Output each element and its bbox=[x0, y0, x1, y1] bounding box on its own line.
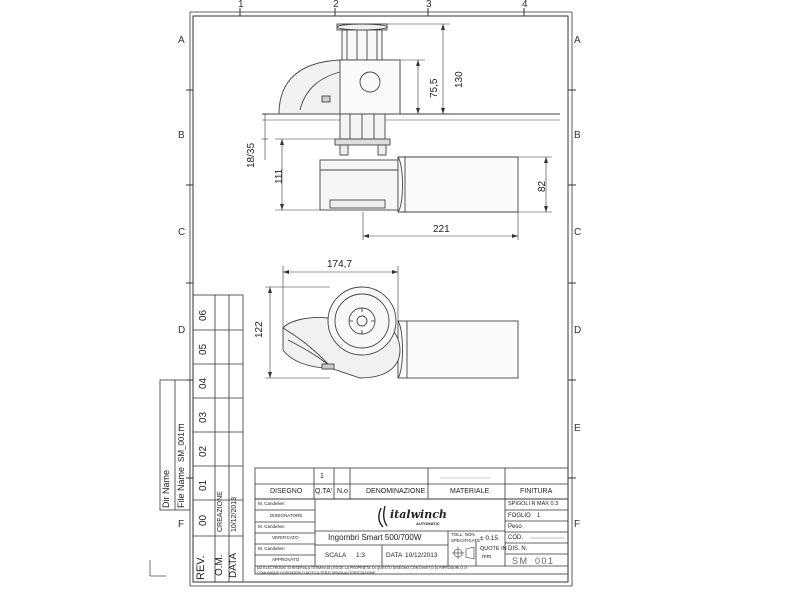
tolerance-label-2: SPECIFICATE bbox=[451, 538, 481, 543]
scale-value: 1:3 bbox=[356, 552, 366, 559]
dim-flange: 18/35 bbox=[246, 142, 257, 168]
om-header: O.M. bbox=[214, 554, 225, 576]
logo-mark bbox=[378, 505, 388, 528]
col-denominazione: DENOMINAZIONE bbox=[366, 488, 426, 495]
zone-row-a-right: A bbox=[574, 35, 581, 46]
copyright-line-2: COMUNIQUE DI RENDERLO NOTO A TERZI SENZA… bbox=[257, 571, 376, 575]
rev-number-02: 02 bbox=[198, 445, 209, 457]
zone-col-2: 2 bbox=[333, 0, 339, 10]
zone-col-3: 3 bbox=[426, 0, 432, 10]
spigoli-note: SPIGOLI R MAX 0.3 bbox=[508, 501, 559, 507]
dimension-arrows bbox=[268, 24, 548, 378]
col-qta: Q.TA' bbox=[315, 488, 333, 495]
rev-number-03: 03 bbox=[198, 411, 209, 423]
zone-row-f-right: F bbox=[574, 519, 581, 530]
zone-row-c-left: C bbox=[178, 227, 186, 238]
cod-label: COD. bbox=[508, 535, 523, 541]
tolerance-value: ± 0.15 bbox=[480, 535, 499, 542]
units-label-1: QUOTE IN bbox=[480, 546, 507, 552]
parts-qty: 1 bbox=[320, 473, 324, 480]
drawing-title: Ingombri Smart 500/700W bbox=[328, 533, 422, 542]
revision-table-grid bbox=[192, 294, 244, 583]
data-header: DATA bbox=[228, 552, 239, 578]
foglio-label: FOGLIO bbox=[508, 513, 531, 519]
date-value: 10/12/2013 bbox=[405, 552, 438, 559]
file-name-label: File Name bbox=[176, 466, 186, 508]
foglio-value: 1 bbox=[537, 513, 541, 519]
approver-name: M. Candelieri bbox=[258, 546, 285, 551]
zone-row-d-right: D bbox=[574, 325, 582, 336]
plan-view-dimensions bbox=[265, 266, 399, 379]
zone-row-b-left: B bbox=[178, 130, 185, 141]
checker-name: M. Candelieri bbox=[258, 524, 285, 529]
dis-label: DIS. N. bbox=[508, 546, 528, 552]
units-label-2: mm bbox=[482, 554, 492, 560]
revision-date: 10/12/2013 bbox=[231, 496, 238, 532]
corner-mark bbox=[149, 560, 166, 577]
title-block-grid bbox=[254, 498, 569, 575]
zone-row-c-right: C bbox=[574, 227, 582, 238]
dim-plan-length: 174,7 bbox=[327, 259, 353, 270]
drawing-number: SM_001 bbox=[512, 556, 555, 566]
creazione-label: CREAZIONE bbox=[217, 491, 224, 532]
tolerance-label-1: TOLL. NON bbox=[451, 532, 475, 537]
scale-label: SCALA bbox=[325, 552, 347, 559]
peso-label: Peso bbox=[508, 524, 522, 530]
side-view-dimensions bbox=[262, 23, 552, 240]
dim-total-length: 221 bbox=[433, 224, 450, 235]
dim-top-height: 130 bbox=[454, 71, 465, 88]
dir-name-label: Dir Name bbox=[161, 469, 171, 508]
file-name-value: SM_001 bbox=[177, 432, 186, 462]
designer-role: DISEGNATORE bbox=[270, 513, 303, 518]
zone-row-d-left: D bbox=[178, 325, 186, 336]
zone-col-1: 1 bbox=[238, 0, 244, 10]
company-logo-sub: AUTOMATIC bbox=[416, 521, 440, 526]
projection-symbol bbox=[452, 546, 475, 560]
company-logo: italwinch bbox=[390, 508, 447, 521]
rev-number-04: 04 bbox=[198, 377, 209, 389]
winch-plan-view bbox=[282, 286, 519, 379]
file-name-box-grid bbox=[159, 379, 191, 511]
rev-number-00: 00 bbox=[198, 514, 209, 526]
zone-row-f-left: F bbox=[178, 519, 185, 530]
col-disegno: DISEGNO bbox=[270, 488, 303, 495]
rev-number-05: 05 bbox=[198, 343, 209, 355]
zone-row-b-right: B bbox=[574, 130, 581, 141]
dim-drum-height: 75,5 bbox=[429, 78, 440, 98]
designer-name: M. Candelieri bbox=[258, 501, 285, 506]
date-label: DATA bbox=[386, 552, 403, 559]
dim-plan-width: 122 bbox=[254, 321, 265, 338]
zone-col-4: 4 bbox=[522, 0, 528, 10]
rev-number-01: 01 bbox=[198, 479, 209, 491]
dim-motor-diameter: 82 bbox=[537, 180, 548, 192]
rev-number-06: 06 bbox=[198, 309, 209, 321]
copyright-line-1: MZ ELECTRONIC SI RISERVA A TERMINI DI LE… bbox=[257, 566, 467, 570]
col-no: N.o bbox=[337, 488, 348, 495]
rev-header: REV. bbox=[195, 555, 207, 580]
approver-role: APPROVATO bbox=[272, 557, 300, 562]
zone-row-a-left: A bbox=[178, 35, 185, 46]
col-materiale: MATERIALE bbox=[450, 488, 490, 495]
checker-role: VERIFICATO bbox=[272, 535, 299, 540]
col-finitura: FINITURA bbox=[520, 488, 553, 495]
zone-row-e-left: E bbox=[178, 423, 185, 434]
zone-row-e-right: E bbox=[574, 423, 581, 434]
dim-base-height: 111 bbox=[274, 168, 285, 184]
winch-side-view bbox=[262, 23, 560, 213]
